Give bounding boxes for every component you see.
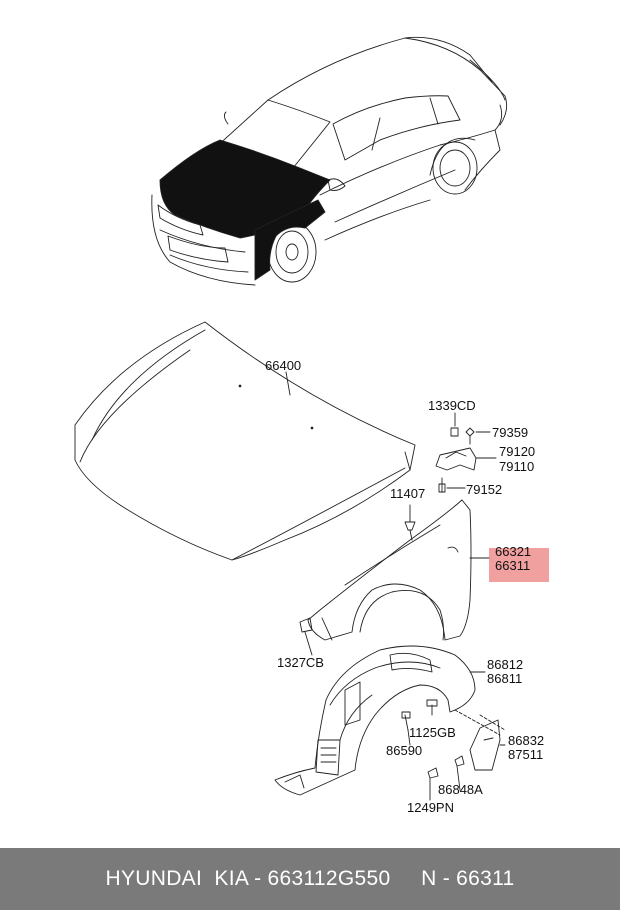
diagram-drawing xyxy=(74,36,508,801)
label-86811: 86811 xyxy=(487,671,523,686)
hood-part xyxy=(74,321,416,561)
label-66321: 66321 xyxy=(495,544,532,559)
label-1327cb: 1327CB xyxy=(277,655,324,670)
label-1249pn: 1249PN xyxy=(407,800,454,815)
label-66311: 66311 xyxy=(495,558,531,573)
label-1339cd: 1339CD xyxy=(428,398,476,413)
footer-part-number: HYUNDAI KIA - 663112G550 N - 66311 xyxy=(105,867,515,890)
label-79110: 79110 xyxy=(499,459,535,474)
label-66400: 66400 xyxy=(265,358,302,373)
highlight-box xyxy=(489,548,549,582)
label-86832: 86832 xyxy=(508,733,545,748)
label-86848a: 86848A xyxy=(438,782,483,797)
label-11407: 11407 xyxy=(390,486,426,501)
parts-diagram: 66400 1339CD 79359 79120 79110 11407 791… xyxy=(74,36,549,815)
label-79152: 79152 xyxy=(466,482,503,497)
footer-bar: HYUNDAI KIA - 663112G550 N - 66311 xyxy=(0,848,620,910)
label-87511: 87511 xyxy=(508,747,544,762)
wheel-guard-part xyxy=(274,645,476,796)
label-86590: 86590 xyxy=(386,743,423,758)
label-79120: 79120 xyxy=(499,444,536,459)
label-1125gb: 1125GB xyxy=(409,725,456,740)
car-fender-highlight xyxy=(254,199,326,281)
fender-part xyxy=(307,499,472,641)
label-86812: 86812 xyxy=(487,657,524,672)
hinge-assembly xyxy=(435,427,477,493)
label-79359: 79359 xyxy=(492,425,529,440)
mud-flap-part xyxy=(469,719,501,771)
